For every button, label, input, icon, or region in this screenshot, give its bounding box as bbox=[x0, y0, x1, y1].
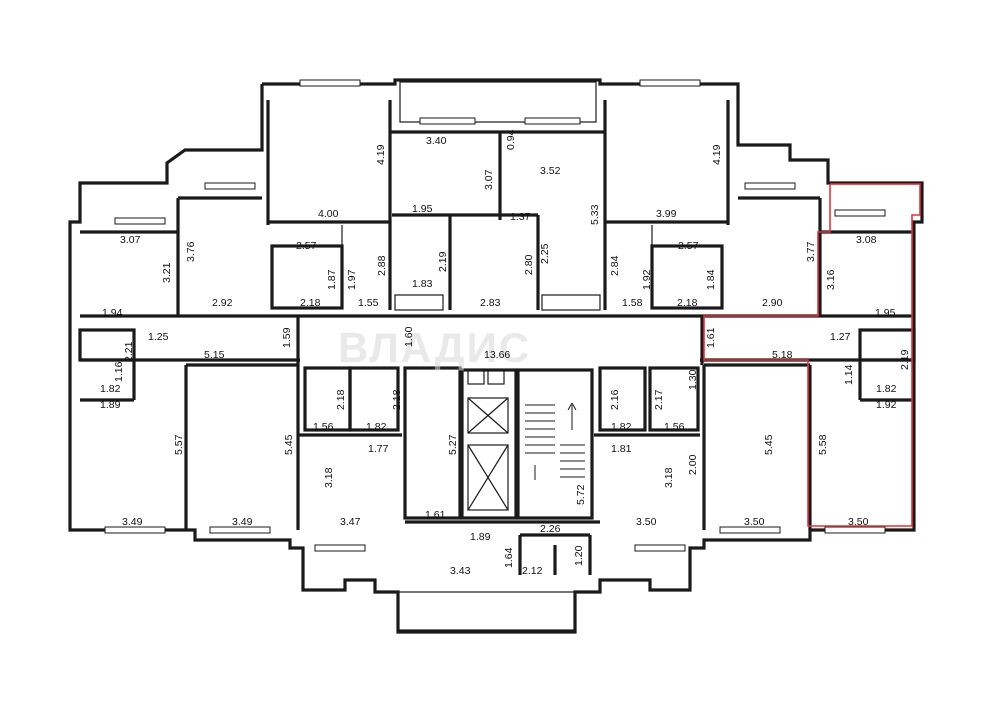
dim-label: 2.25 bbox=[539, 243, 551, 264]
dim-label: 1.25 bbox=[148, 331, 169, 343]
dim-label: 3.18 bbox=[663, 467, 675, 488]
outer-walls bbox=[68, 78, 924, 634]
dim-label: 5.45 bbox=[763, 434, 775, 455]
dim-label: 1.81 bbox=[611, 443, 632, 455]
dim-label: 3.77 bbox=[805, 241, 817, 262]
dim-label: 3.07 bbox=[120, 234, 141, 246]
dim-label: 4.19 bbox=[375, 144, 387, 165]
staircase bbox=[525, 402, 585, 480]
dim-label: 2.26 bbox=[540, 523, 561, 535]
dim-label: 1.61 bbox=[705, 327, 717, 348]
dim-label: 1.94 bbox=[102, 307, 123, 319]
dim-label: 3.49 bbox=[122, 516, 143, 528]
dim-label: 3.47 bbox=[340, 516, 361, 528]
dim-label: 3.50 bbox=[848, 516, 869, 528]
dim-label: 1.59 bbox=[281, 327, 293, 348]
dim-label: 1.84 bbox=[705, 269, 717, 290]
dim-label: 2.19 bbox=[437, 251, 449, 272]
dim-label: 5.33 bbox=[589, 204, 601, 225]
dim-label: 3.16 bbox=[825, 269, 837, 290]
highlighted-apartment-outline bbox=[703, 183, 921, 527]
dim-label: 1.89 bbox=[100, 399, 121, 411]
dim-label: 2.16 bbox=[609, 389, 621, 410]
dim-label: 5.18 bbox=[772, 349, 793, 361]
dim-label: 2.18 bbox=[677, 297, 698, 309]
dim-label: 1.20 bbox=[573, 545, 585, 566]
dim-label: 1.95 bbox=[412, 203, 433, 215]
dim-label: 2.17 bbox=[653, 389, 665, 410]
windows bbox=[104, 79, 886, 552]
dim-label: 1.58 bbox=[622, 297, 643, 309]
dim-label: 1.95 bbox=[875, 307, 896, 319]
dim-label: 1.82 bbox=[366, 421, 387, 433]
dim-label: 4.00 bbox=[318, 208, 339, 220]
dim-label: 5.58 bbox=[817, 434, 829, 455]
dim-label: 1.97 bbox=[346, 269, 358, 290]
dim-label: 3.08 bbox=[856, 234, 877, 246]
dim-label: 1.89 bbox=[470, 531, 491, 543]
dim-label: 3.50 bbox=[744, 516, 765, 528]
dim-label: 3.40 bbox=[426, 135, 447, 147]
dim-label: 2.00 bbox=[687, 454, 699, 475]
dim-label: 5.27 bbox=[447, 434, 459, 455]
dim-label: 1.16 bbox=[113, 361, 125, 382]
dim-label: 1.56 bbox=[313, 421, 334, 433]
dim-label: 1.14 bbox=[843, 364, 855, 385]
dim-label: 1.82 bbox=[876, 383, 897, 395]
dim-label: 1.30 bbox=[687, 369, 699, 390]
dim-label: 1.56 bbox=[664, 421, 685, 433]
dim-label: 5.57 bbox=[173, 434, 185, 455]
dim-label: 1.87 bbox=[326, 269, 338, 290]
dim-label: 1.82 bbox=[100, 383, 121, 395]
dim-label: 3.76 bbox=[185, 241, 197, 262]
dim-label: 1.92 bbox=[876, 399, 897, 411]
dim-label: 1.77 bbox=[368, 443, 389, 455]
dim-label: 2.84 bbox=[609, 255, 621, 276]
dim-label: 2.19 bbox=[899, 349, 911, 370]
dim-label: 2.12 bbox=[522, 565, 543, 577]
dim-label: 5.45 bbox=[283, 434, 295, 455]
dim-label: 1.83 bbox=[412, 278, 433, 290]
dim-label: 1.92 bbox=[641, 269, 653, 290]
dim-label: 2.18 bbox=[300, 297, 321, 309]
watermark: ВЛАДИС bbox=[338, 324, 531, 371]
dim-label: 1.60 bbox=[403, 326, 415, 347]
dim-label: 2.18 bbox=[391, 389, 403, 410]
dim-label: 3.07 bbox=[483, 169, 495, 190]
dim-label: 2.18 bbox=[335, 389, 347, 410]
dim-label: 5.15 bbox=[204, 349, 225, 361]
dim-label: 1.82 bbox=[611, 421, 632, 433]
dim-label: 2.90 bbox=[762, 297, 783, 309]
dim-label: 3.21 bbox=[161, 262, 173, 283]
dim-label: 3.18 bbox=[323, 467, 335, 488]
dim-label: 0.94 bbox=[505, 129, 517, 150]
dim-label: 4.19 bbox=[711, 144, 723, 165]
dim-label: 1.37 bbox=[510, 211, 531, 223]
dim-label: 2.92 bbox=[212, 297, 233, 309]
dim-label: 2.80 bbox=[523, 254, 535, 275]
dim-label: 2.88 bbox=[376, 255, 388, 276]
dim-label: 2.83 bbox=[480, 297, 501, 309]
dim-label: 2.57 bbox=[296, 240, 317, 252]
dim-label: 13.66 bbox=[484, 349, 510, 361]
dim-label: 1.55 bbox=[358, 297, 379, 309]
dim-label: 3.49 bbox=[232, 516, 253, 528]
dim-label: 3.43 bbox=[450, 565, 471, 577]
dim-label: 3.99 bbox=[656, 208, 677, 220]
dim-label: 1.64 bbox=[503, 547, 515, 568]
dim-label: 2.57 bbox=[678, 240, 699, 252]
dim-label: 1.27 bbox=[830, 331, 851, 343]
dim-label: 1.61 bbox=[425, 509, 446, 521]
dimension-labels: 4.19 3.40 0.94 3.07 3.52 4.19 5.33 4.00 … bbox=[100, 129, 911, 577]
dim-label: 3.50 bbox=[636, 516, 657, 528]
dim-label: 2.21 bbox=[123, 341, 135, 362]
dim-label: 3.52 bbox=[540, 165, 561, 177]
dim-label: 5.72 bbox=[575, 484, 587, 505]
